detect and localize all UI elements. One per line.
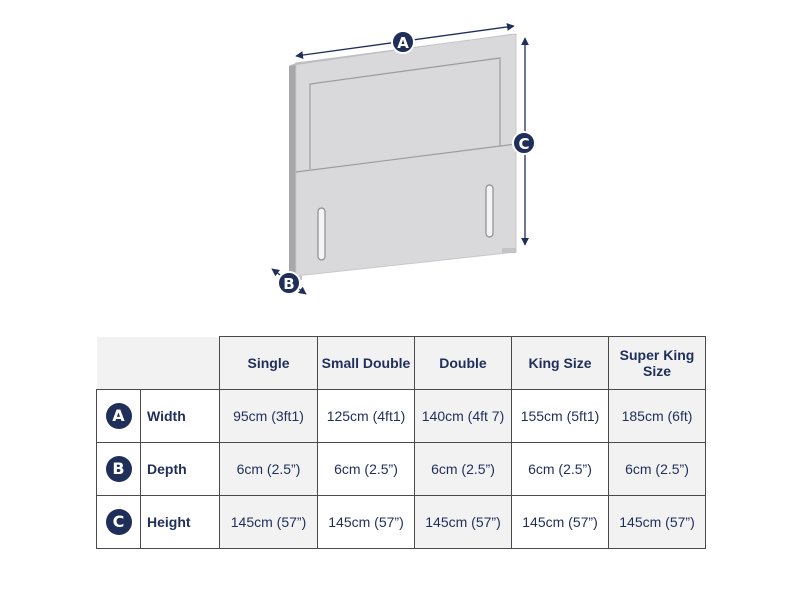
marker-cell: A <box>96 389 141 443</box>
marker-badge-b: B <box>105 456 132 482</box>
marker-cell: C <box>96 495 141 549</box>
svg-text:A: A <box>397 34 409 52</box>
svg-text:C: C <box>518 135 529 153</box>
table-header-row: Single Small Double Double King Size Sup… <box>96 336 706 390</box>
left-leg-slot <box>317 207 326 261</box>
table-cell: 145cm (57”) <box>608 495 706 549</box>
svg-text:B: B <box>283 275 294 293</box>
table-cell: 145cm (57”) <box>511 495 609 549</box>
row-label: Width <box>140 389 220 443</box>
width-marker-badge: A <box>391 30 415 54</box>
table-row-height: C Height 145cm (57”) 145cm (57”) 145cm (… <box>96 495 706 549</box>
depth-marker-badge: B <box>277 271 301 295</box>
table-cell: 6cm (2.5”) <box>608 442 706 496</box>
blank-cell <box>96 336 141 390</box>
table-row-depth: B Depth 6cm (2.5”) 6cm (2.5”) 6cm (2.5”)… <box>96 442 706 496</box>
headboard-panel-outline <box>309 57 501 169</box>
table-cell: 6cm (2.5”) <box>219 442 318 496</box>
column-header-king-size: King Size <box>511 336 609 390</box>
table-cell: 140cm (4ft 7) <box>414 389 512 443</box>
marker-cell: B <box>96 442 141 496</box>
table-cell: 185cm (6ft) <box>608 389 706 443</box>
table-cell: 95cm (3ft1) <box>219 389 318 443</box>
table-cell: 6cm (2.5”) <box>414 442 512 496</box>
row-label: Depth <box>140 442 220 496</box>
headboard-illustration: A C B <box>271 23 536 295</box>
height-marker-badge: C <box>512 131 536 155</box>
row-label: Height <box>140 495 220 549</box>
table-cell: 145cm (57”) <box>317 495 415 549</box>
marker-badge-c: C <box>105 509 132 535</box>
blank-cell <box>140 336 220 390</box>
column-header-double: Double <box>414 336 512 390</box>
table-row-width: A Width 95cm (3ft1) 125cm (4ft1) 140cm (… <box>96 389 706 443</box>
marker-badge-a: A <box>105 403 132 429</box>
table-cell: 125cm (4ft1) <box>317 389 415 443</box>
column-header-small-double: Small Double <box>317 336 415 390</box>
table-cell: 6cm (2.5”) <box>511 442 609 496</box>
table-cell: 145cm (57”) <box>414 495 512 549</box>
dimensions-table: Single Small Double Double King Size Sup… <box>96 336 706 549</box>
headboard-side-edge <box>289 63 296 278</box>
table-cell: 155cm (5ft1) <box>511 389 609 443</box>
table-cell: 145cm (57”) <box>219 495 318 549</box>
column-header-single: Single <box>219 336 318 390</box>
right-leg-slot <box>485 184 494 238</box>
table-cell: 6cm (2.5”) <box>317 442 415 496</box>
